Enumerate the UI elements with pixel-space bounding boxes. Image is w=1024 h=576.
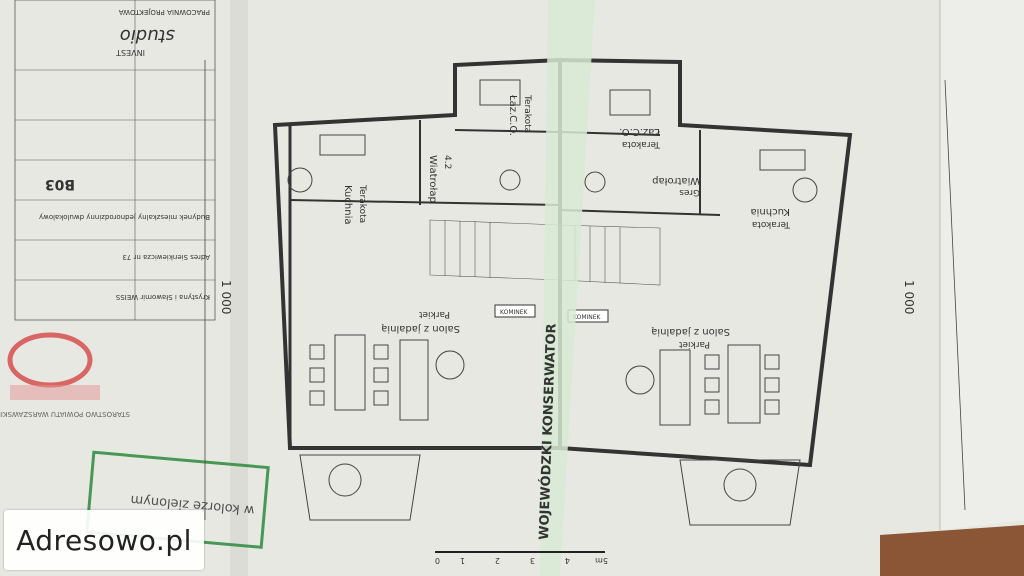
- room-left-kitchen: Kuchnia: [342, 185, 353, 224]
- dimension-right: 1 000: [902, 280, 916, 314]
- room-labels-left: Wiatrołap 4.2 Łaz.C.O. Terakota Kuchnia …: [342, 94, 532, 334]
- project-code: B03: [45, 176, 75, 192]
- scale-label-0: 0: [435, 556, 440, 565]
- object-line: Budynek mieszkalny jednorodzinny dwuloka…: [39, 213, 210, 221]
- fireplace-right: KOMINEK: [573, 314, 602, 321]
- fold-strip-text: WOJEWÓDZKI KONSERWATOR: [536, 323, 560, 540]
- room-right-kitchen-floor: Terakota: [752, 219, 791, 229]
- scale-label-1: 1: [460, 556, 465, 565]
- company-brand: INVEST: [116, 48, 145, 57]
- title-block: B03 Krystyna i Sławomir WEISS Budynek mi…: [14, 0, 216, 321]
- room-right-living: Salon z jadalnią: [651, 326, 730, 337]
- address-line: Adres Sienkiewicza nr 73: [122, 253, 210, 261]
- room-left-bath-floor: Terakota: [522, 94, 532, 133]
- watermark-text: Adresowo.pl: [16, 523, 192, 557]
- room-right-vestibule: Wiatrołap: [652, 175, 700, 186]
- fireplace-left: KOMINEK: [500, 309, 529, 316]
- paper-fold-shadow: [230, 0, 248, 576]
- furniture: [287, 79, 818, 526]
- watermark-badge: Adresowo.pl: [4, 510, 204, 570]
- red-stamp: STAROSTWO POWIATU WARSZAWSKIEGO ZACHODNI…: [0, 332, 130, 418]
- investor-line: Krystyna i Sławomir WEISS: [115, 293, 210, 301]
- scale-label-2: 2: [495, 556, 500, 565]
- room-labels-right: Wiatrołap Gres Łaz.C.O. Terakota Kuchnia…: [619, 126, 791, 349]
- room-left-kitchen-floor: Terakota: [357, 184, 367, 223]
- room-left-living: Salon z jadalnią: [381, 323, 460, 334]
- room-right-bath: Łaz.C.O.: [619, 126, 661, 137]
- fireplace-markers: KOMINEK KOMINEK: [494, 304, 609, 323]
- room-left-vestibule-area: 4.2: [442, 155, 452, 169]
- room-right-living-floor: Parkiet: [679, 339, 710, 349]
- room-right-vestibule-floor: Gres: [679, 187, 700, 197]
- room-left-vestibule: Wiatrołap: [427, 155, 438, 203]
- company-line: PRACOWNIA PROJEKTOWA: [118, 8, 210, 16]
- scale-label-3: 3: [530, 556, 535, 565]
- fold-strip: WOJEWÓDZKI KONSERWATOR: [536, 0, 595, 576]
- scale-label-4: 4: [565, 556, 570, 565]
- scale-bar: 5m 4 3 2 1 0: [435, 551, 608, 565]
- red-stamp-text: STAROSTWO POWIATU WARSZAWSKIEGO ZACHODNI…: [0, 410, 130, 418]
- room-left-living-floor: Parkiet: [419, 309, 450, 319]
- room-right-kitchen: Kuchnia: [751, 206, 790, 217]
- room-right-bath-floor: Terakota: [622, 139, 661, 149]
- room-left-bath: Łaz.C.O.: [507, 94, 518, 136]
- scale-label-5m: 5m: [595, 556, 608, 565]
- second-sheet: [940, 0, 1024, 530]
- company-name: studio: [120, 25, 175, 46]
- dimension-left: 1 000: [219, 280, 233, 314]
